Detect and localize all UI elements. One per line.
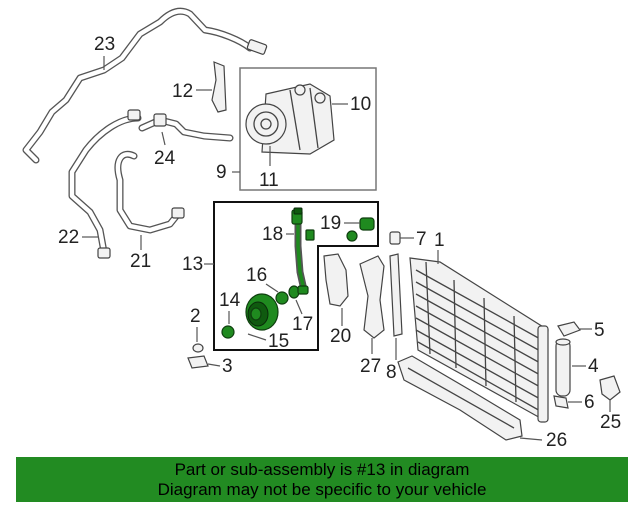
support-26[interactable] [397, 355, 523, 441]
label-17: 17 [292, 314, 313, 335]
label-15: 15 [268, 331, 289, 352]
label-26: 26 [546, 430, 567, 451]
clutch-pulley-15[interactable] [245, 293, 279, 331]
part-19[interactable] [293, 207, 375, 242]
label-13: 13 [182, 254, 203, 275]
banner-line-1: Part or sub-assembly is #13 in diagram [174, 460, 470, 479]
shroud-27[interactable] [359, 255, 385, 339]
label-24: 24 [154, 148, 176, 169]
label-20: 20 [330, 326, 351, 347]
bolt-2[interactable] [192, 343, 204, 353]
leader-24 [161, 131, 166, 146]
part-6[interactable] [553, 395, 569, 409]
label-21: 21 [130, 251, 151, 272]
label-12: 12 [172, 81, 193, 102]
label-9: 9 [216, 162, 227, 183]
parts-diagram: 23 22 21 24 12 9 10 [22, 7, 621, 451]
label-6: 6 [584, 392, 595, 413]
hose-22[interactable] [68, 109, 142, 259]
drier-4[interactable] [555, 338, 571, 397]
compressor-group-box [239, 67, 377, 191]
label-22: 22 [58, 227, 79, 248]
part-14[interactable] [221, 325, 235, 339]
label-8: 8 [386, 362, 397, 383]
hose-23[interactable] [22, 7, 268, 164]
label-3: 3 [222, 356, 233, 377]
label-10: 10 [350, 94, 371, 115]
label-11: 11 [259, 170, 279, 191]
clip-3[interactable] [187, 355, 209, 369]
seal-8[interactable] [389, 253, 403, 337]
label-14: 14 [219, 290, 241, 311]
bracket-25[interactable] [599, 375, 621, 401]
label-27: 27 [360, 356, 381, 377]
leader-15 [247, 333, 267, 341]
label-7: 7 [416, 229, 427, 250]
hose-21[interactable] [114, 150, 185, 234]
label-23: 23 [94, 34, 115, 55]
hose-24[interactable] [138, 113, 234, 142]
part-7[interactable] [389, 231, 401, 245]
label-18: 18 [262, 224, 283, 245]
part-16[interactable] [275, 291, 289, 305]
leader-26 [519, 437, 543, 441]
label-2: 2 [190, 306, 201, 327]
cap-5[interactable] [557, 321, 581, 337]
banner-line-2: Diagram may not be specific to your vehi… [157, 480, 487, 499]
label-19: 19 [320, 213, 341, 234]
info-banner: Part or sub-assembly is #13 in diagram D… [16, 457, 628, 502]
leader-3 [207, 363, 221, 367]
label-1: 1 [434, 230, 445, 251]
leader-16 [265, 283, 279, 293]
part-18[interactable] [291, 209, 309, 295]
compressor-10[interactable] [245, 83, 335, 155]
label-25: 25 [600, 412, 621, 433]
label-4: 4 [588, 356, 599, 377]
label-5: 5 [594, 320, 605, 341]
bracket-12[interactable] [211, 61, 227, 113]
leader-17 [295, 299, 303, 315]
label-16: 16 [246, 265, 267, 286]
condenser-1[interactable] [409, 257, 549, 423]
group-13-outline[interactable] [213, 201, 379, 351]
bracket-20[interactable] [323, 253, 349, 307]
